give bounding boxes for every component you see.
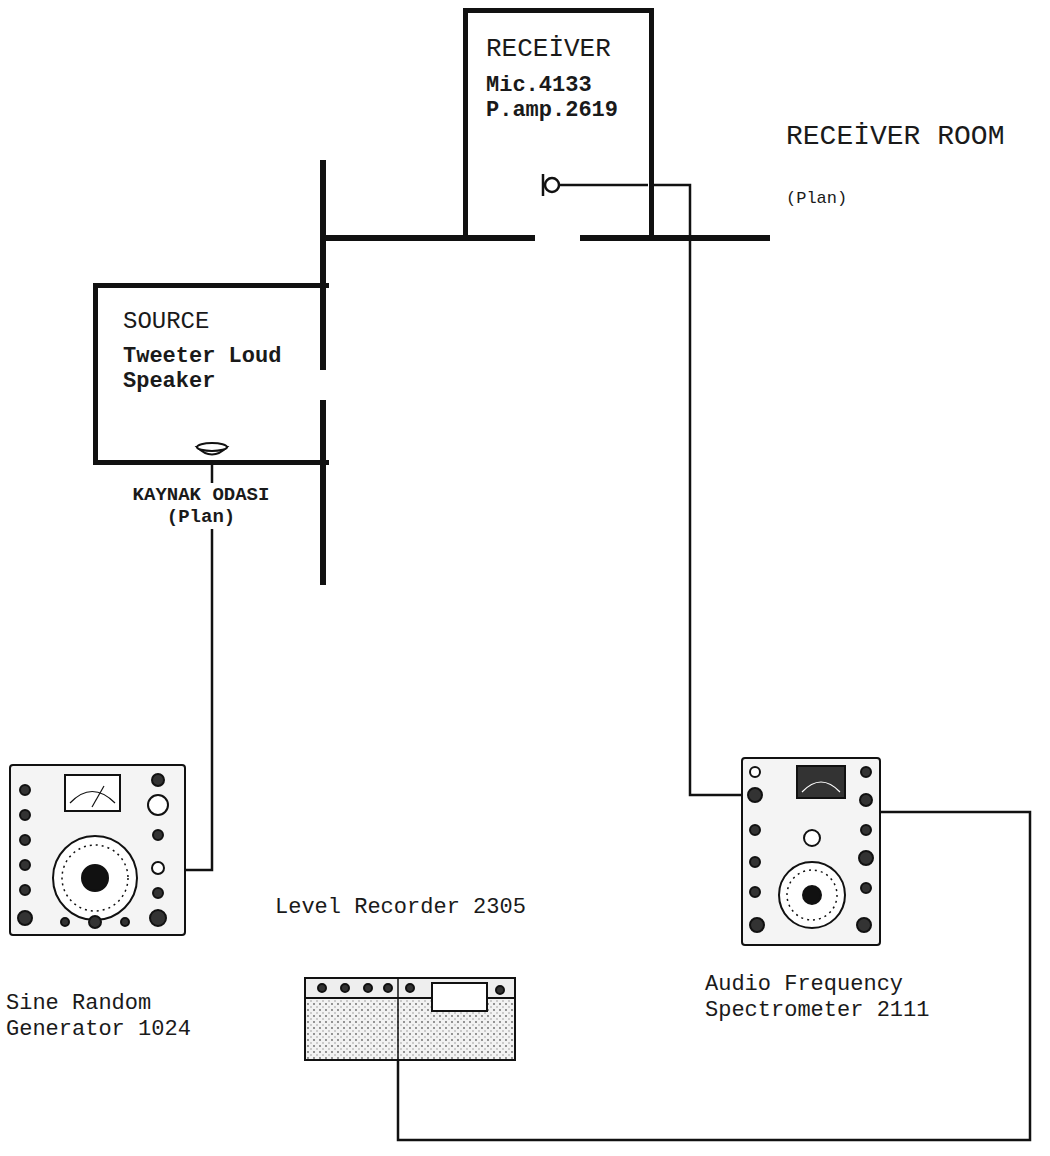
spectrometer-device (748, 788, 762, 802)
level-recorder-device (496, 986, 504, 994)
generator-device (20, 860, 30, 870)
level-recorder-device: Level Recorder 2305 (305, 975, 515, 1060)
generator-device (152, 862, 164, 874)
generator-device (53, 836, 137, 920)
generator-device (152, 774, 164, 786)
spectrometer-device (750, 825, 760, 835)
spectrometer-device (742, 758, 880, 945)
spectrometer-device (804, 830, 820, 846)
generator-device (65, 775, 120, 811)
speaker-symbol (197, 443, 227, 455)
device-caption: Sine Random Generator 1024 (6, 991, 211, 1044)
level-recorder-device (341, 984, 349, 992)
receiver-room: RECEİVER Mic.4133 P.amp.2619 (463, 8, 654, 238)
wall (580, 235, 770, 241)
room-label: KAYNAK ODASI (Plan) (113, 483, 289, 529)
generator-device (61, 918, 69, 926)
level-recorder-device (406, 984, 414, 992)
equipment-text: Mic.4133 P.amp.2619 (486, 73, 636, 124)
spectrometer-device (860, 794, 872, 806)
connector-wire (654, 185, 742, 795)
wall (320, 400, 326, 585)
generator-device (92, 786, 104, 807)
wall (320, 160, 326, 370)
generator-device (10, 765, 185, 935)
microphone-symbol (543, 174, 648, 196)
generator-device (20, 885, 30, 895)
plan-note: (Plan) (783, 188, 850, 209)
spectrometer-device (750, 887, 760, 897)
wall (323, 160, 770, 585)
microphone-symbol (545, 178, 559, 192)
level-recorder-device (384, 984, 392, 992)
generator-device (20, 810, 30, 820)
generator-device (148, 795, 168, 815)
level-recorder-device (318, 984, 326, 992)
generator-device (20, 835, 30, 845)
device-caption: Audio Frequency Spectrometer 2111 (705, 972, 945, 1025)
room-heading: RECEİVER (486, 35, 641, 65)
spectrometer-device (787, 870, 837, 920)
equipment-text: Tweeter Loud Speaker (123, 344, 313, 395)
generator-device (150, 910, 166, 926)
generator-device (89, 916, 101, 928)
speaker-symbol (197, 443, 227, 451)
connector-wire (398, 812, 1030, 1140)
room-label: RECEİVER ROOM (783, 120, 1007, 153)
generator-device: Sine Random Generator 1024 (8, 765, 185, 935)
generator-device (82, 865, 108, 891)
generator-device (70, 792, 115, 804)
spectrometer-device (779, 862, 845, 928)
generator-device (62, 845, 128, 911)
spectrometer-device (857, 918, 871, 932)
spectrometer-device (859, 851, 873, 865)
device-caption: Level Recorder 2305 (275, 895, 535, 921)
level-recorder-device (305, 978, 515, 1060)
wall (323, 235, 535, 241)
level-recorder-device (397, 978, 399, 1060)
generator-device (153, 888, 163, 898)
microphone-symbol (559, 184, 648, 187)
generator-device (20, 785, 30, 795)
generator-device (10, 765, 185, 935)
room-heading: SOURCE (123, 308, 321, 336)
spectrometer-device (742, 758, 880, 945)
spectrometer-device (797, 766, 845, 798)
level-recorder-device (432, 983, 487, 1011)
spectrometer-device (750, 857, 760, 867)
spectrometer-device (750, 767, 760, 777)
spectrometer-device (803, 886, 821, 904)
spectrometer-device (802, 782, 840, 792)
source-room: SOURCE Tweeter Loud Speaker (93, 283, 329, 465)
spectrometer-device (861, 825, 871, 835)
spectrometer-device (861, 883, 871, 893)
spectrometer-device: Audio Frequency Spectrometer 2111 (742, 758, 880, 945)
generator-device (153, 830, 163, 840)
generator-device (18, 911, 32, 925)
spectrometer-device (750, 918, 764, 932)
level-recorder-device (364, 984, 372, 992)
generator-device (121, 918, 129, 926)
level-recorder-device (305, 978, 515, 1060)
spectrometer-device (861, 767, 871, 777)
